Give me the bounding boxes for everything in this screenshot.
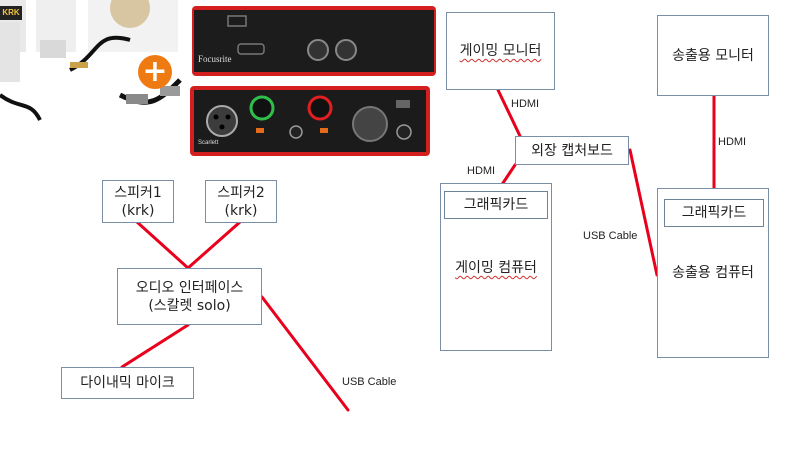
dynamic-mic-box: 다이내믹 마이크	[61, 367, 194, 399]
dynamic-mic-label: 다이내믹 마이크	[80, 375, 175, 391]
gaming-pc-label: 게이밍 컴퓨터	[455, 260, 537, 276]
stream-pc-gpu-label: 그래픽카드	[681, 205, 747, 221]
speaker2-box: 스피커2 (krk)	[205, 180, 277, 223]
speaker1-box: 스피커1 (krk)	[102, 180, 174, 223]
audio-interface-box: 오디오 인터페이스 (스칼렛 solo)	[117, 268, 262, 325]
hdmi-label-stream: HDMI	[718, 136, 747, 148]
gaming-pc-box: 그래픽카드 게이밍 컴퓨터	[440, 183, 552, 351]
speaker1-label: 스피커1	[114, 184, 162, 201]
stream-pc-gpu-box: 그래픽카드	[664, 199, 764, 227]
speaker2-model: (krk)	[224, 202, 258, 219]
gaming-monitor-box: 게이밍 모니터	[446, 12, 555, 90]
scarlett-brand-text: Scarlett	[198, 140, 219, 146]
usb-cable-label-right: USB Cable	[583, 230, 638, 242]
gaming-monitor-label: 게이밍 모니터	[459, 43, 542, 59]
gaming-pc-gpu-label: 그래픽카드	[463, 197, 529, 213]
wire-gaming-monitor-capture	[496, 88, 522, 138]
capture-board-box: 외장 캡처보드	[515, 136, 629, 165]
krk-badge: KRK	[0, 6, 22, 20]
speaker-and-cable-image	[0, 0, 440, 160]
hdmi-label-capture-pc: HDMI	[467, 165, 496, 177]
product-photo: KRK + Focusrite Scarlett	[0, 0, 440, 160]
stream-pc-label: 송출용 컴퓨터	[672, 265, 754, 281]
stream-pc-box: 그래픽카드 송출용 컴퓨터	[657, 188, 769, 358]
wire-speaker2-interface	[186, 220, 242, 270]
speaker2-label: 스피커2	[217, 184, 265, 201]
audio-interface-model: (스칼렛 solo)	[148, 297, 231, 314]
wire-capture-stream-pc	[628, 148, 659, 277]
focusrite-brand-text: Focusrite	[198, 54, 232, 64]
plus-icon: +	[142, 54, 168, 89]
usb-cable-label-left: USB Cable	[342, 376, 397, 388]
stream-monitor-label: 송출용 모니터	[672, 47, 754, 64]
wire-speaker1-interface	[135, 220, 190, 270]
speaker1-model: (krk)	[121, 202, 155, 219]
audio-interface-label: 오디오 인터페이스	[135, 279, 244, 296]
wire-usb-left	[260, 295, 350, 412]
gaming-pc-gpu-box: 그래픽카드	[444, 191, 548, 219]
wire-mic-interface	[120, 323, 190, 369]
stream-monitor-box: 송출용 모니터	[657, 15, 769, 96]
hdmi-label-monitor-capture: HDMI	[511, 98, 540, 110]
capture-board-label: 외장 캡처보드	[531, 142, 613, 159]
